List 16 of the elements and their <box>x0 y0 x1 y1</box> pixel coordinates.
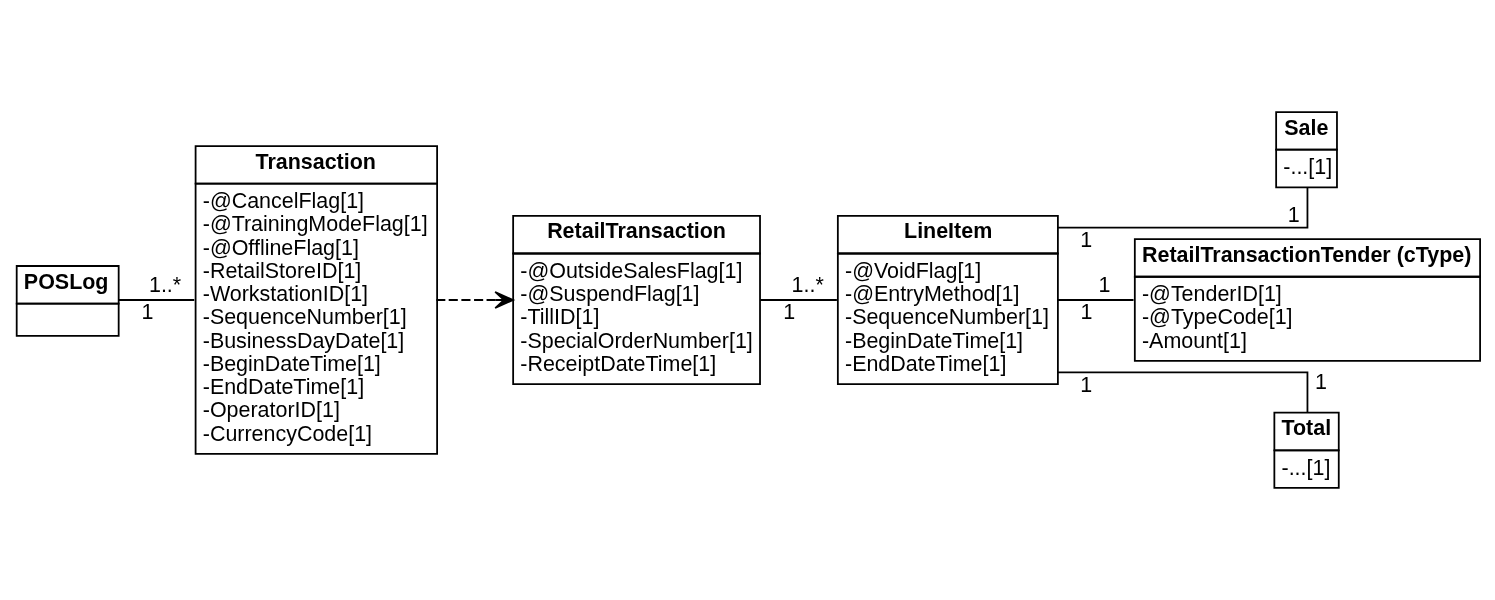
arrow <box>435 291 514 309</box>
label: 1..* <box>148 272 182 297</box>
label: 1 <box>1080 372 1093 397</box>
connector <box>1056 299 1135 301</box>
label: 1..* <box>791 272 824 297</box>
label: 1 <box>1098 272 1111 297</box>
label: 1 <box>1287 203 1300 228</box>
label: 1 <box>783 300 796 325</box>
connector <box>1056 186 1309 229</box>
label: 1 <box>1080 227 1093 252</box>
label: 1 <box>1315 369 1328 394</box>
connector <box>1056 371 1309 414</box>
label: 1 <box>141 300 154 325</box>
label: 1 <box>1080 300 1093 325</box>
connector <box>117 299 196 301</box>
connector <box>759 299 838 301</box>
